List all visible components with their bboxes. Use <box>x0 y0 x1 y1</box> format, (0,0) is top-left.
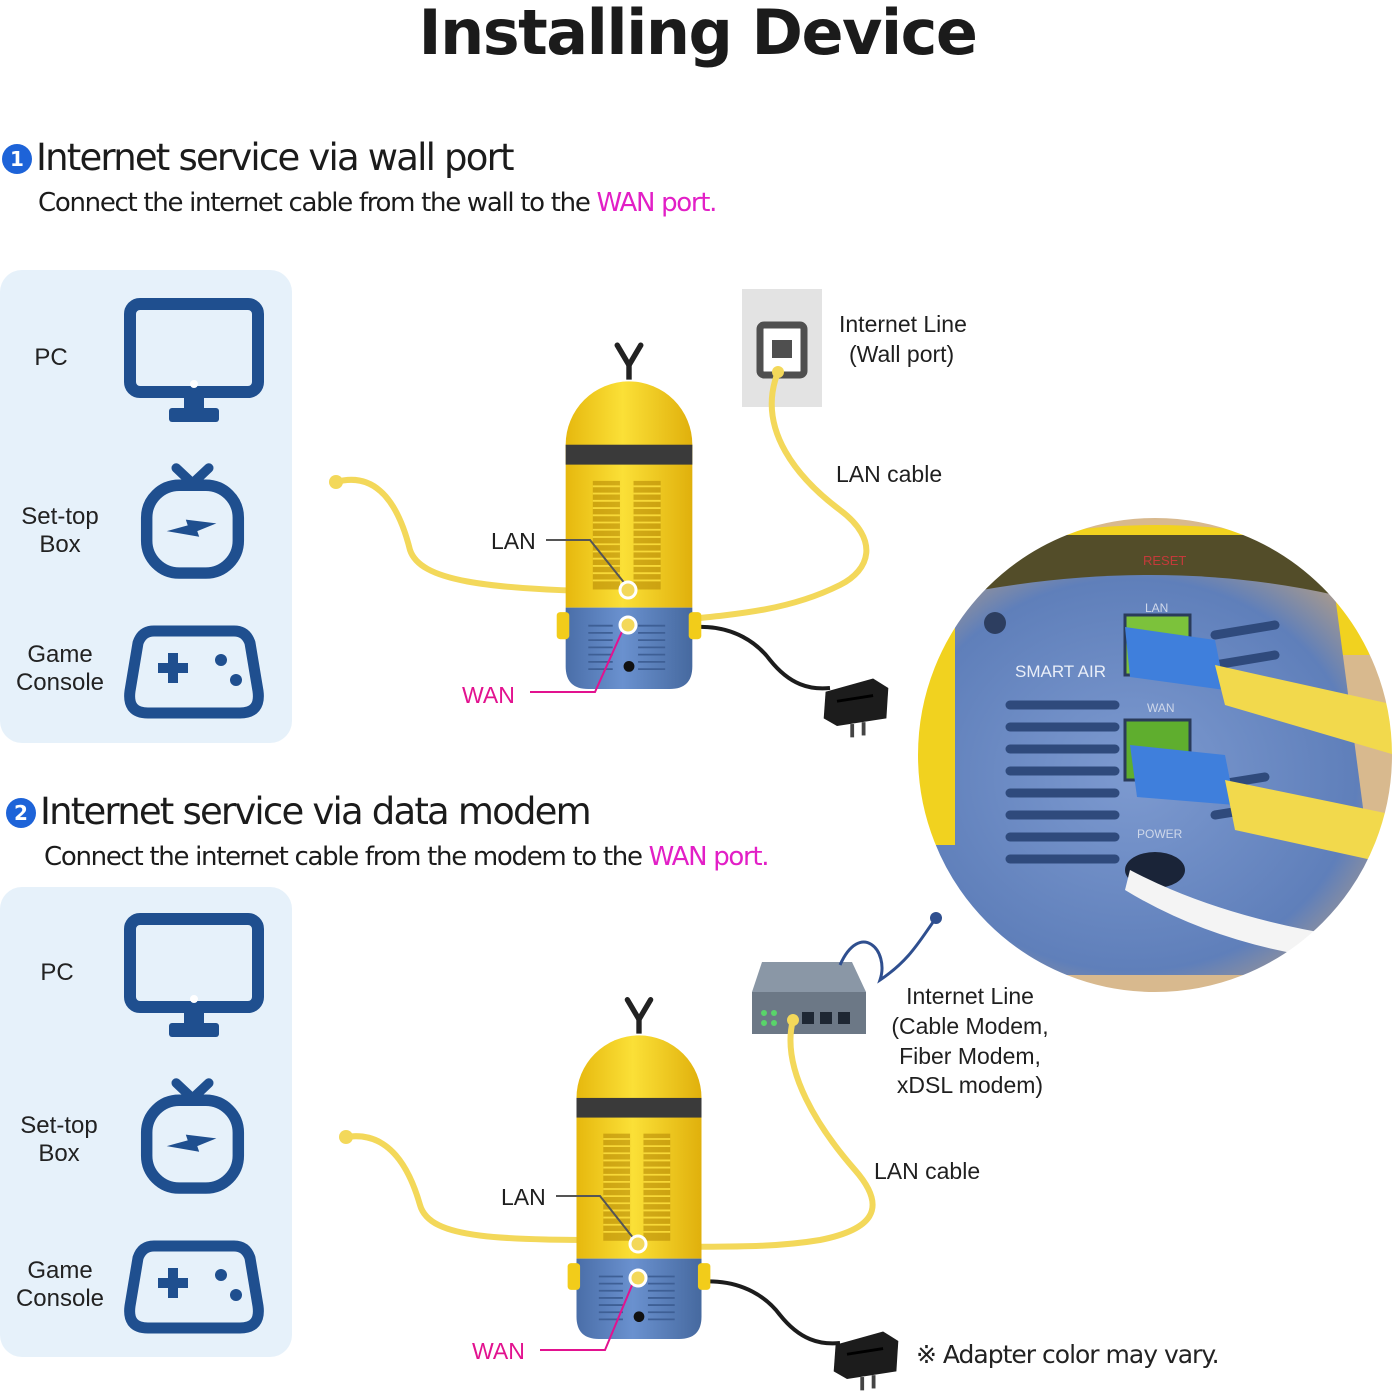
device-label-settop-2: Set-top Box <box>20 1112 98 1167</box>
device-label-pc-2: PC <box>40 959 74 986</box>
section2-lan-cable-label: LAN cable <box>874 1158 981 1184</box>
lan-cable-device-2 <box>345 1133 636 1243</box>
section1-port-leaders <box>530 539 638 693</box>
photo-power-label: POWER <box>1137 827 1183 841</box>
section1-wan-label: WAN <box>462 682 515 708</box>
internet-line-cable <box>838 917 938 984</box>
page-title: Installing Device <box>418 0 978 69</box>
section2-subtitle-text: Connect the internet cable from the mode… <box>44 842 649 872</box>
section1-lan-cable-label: LAN cable <box>836 461 943 487</box>
photo-reset-label: RESET <box>1143 553 1186 568</box>
monitor-icon <box>124 298 264 428</box>
section1-number-badge: 1 <box>2 144 32 174</box>
section2-wan-highlight: WAN port. <box>648 842 770 872</box>
lan-cable-modem <box>639 1019 876 1251</box>
section2-cable-modem-label: (Cable Modem, <box>891 1013 1049 1039</box>
device-label-console: Game Console <box>15 641 105 696</box>
section2-lan-label: LAN <box>501 1184 546 1210</box>
section1-subtitle-text: Connect the internet cable from the wall… <box>38 188 597 218</box>
section2-internet-line-label: Internet Line <box>906 983 1034 1009</box>
section2-power-adapter <box>828 1325 904 1393</box>
device-label-pc: PC <box>34 344 68 371</box>
section1-power-adapter <box>818 672 894 740</box>
router-ports-closeup-photo: RESET LAN WAN POWER SMART AIR <box>916 516 1394 994</box>
photo-brand-logo: SMART AIR <box>1015 662 1106 681</box>
photo-lan-label: LAN <box>1145 601 1168 615</box>
section2-port-leaders <box>540 1195 648 1351</box>
gamepad-icon-2 <box>124 1240 264 1335</box>
section1-subtitle: Connect the internet cable from the wall… <box>38 188 718 218</box>
section1-wan-highlight: WAN port. <box>596 188 718 218</box>
gamepad-icon <box>124 625 264 720</box>
section1-heading-text: Internet service via wall port <box>36 136 514 179</box>
modem-top <box>752 962 866 992</box>
adapter-color-note: ※ Adapter color may vary. <box>916 1340 1220 1369</box>
lan-cable-wall <box>629 370 870 628</box>
section2-fiber-modem-label: Fiber Modem, <box>899 1043 1041 1069</box>
section1-lan-label: LAN <box>491 528 536 554</box>
section2-number-badge: 2 <box>6 798 36 828</box>
lan-cable-device <box>335 477 631 595</box>
section2-xdsl-modem-label: xDSL modem) <box>896 1072 1044 1098</box>
section2-wan-label: WAN <box>472 1338 525 1364</box>
settop-box-icon-2 <box>140 1077 245 1197</box>
device-label-settop: Set-top Box <box>21 503 99 558</box>
photo-wan-label: WAN <box>1147 701 1175 715</box>
section2-subtitle: Connect the internet cable from the mode… <box>44 842 770 872</box>
device-label-console-2: Game Console <box>15 1257 105 1312</box>
section2-heading-text: Internet service via data modem <box>40 790 592 833</box>
section1-internet-line-label: Internet Line <box>839 311 967 337</box>
section1-wall-port-label: (Wall port) <box>849 341 955 367</box>
section1-connection-diagram <box>329 289 870 691</box>
monitor-icon-2 <box>124 913 264 1043</box>
settop-box-icon <box>140 462 245 582</box>
